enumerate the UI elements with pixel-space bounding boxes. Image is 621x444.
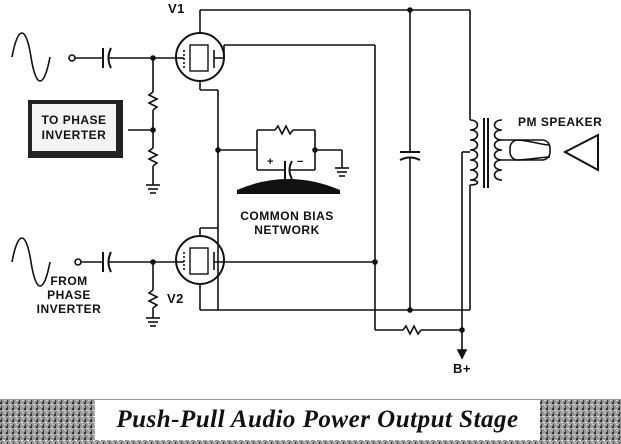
- diagram-title: Push-Pull Audio Power Output Stage: [95, 400, 540, 440]
- from-phase-label-line3: INVERTER: [36, 302, 102, 316]
- pm-speaker-label: PM SPEAKER: [518, 115, 603, 129]
- bias-pointer-arrow: [237, 179, 340, 194]
- common-bias-label: COMMON BIAS NETWORK: [228, 209, 346, 237]
- grid-network-bottom: [146, 259, 160, 327]
- common-bias-label-line1: COMMON BIAS: [240, 209, 334, 223]
- bias-resistor: [274, 124, 294, 136]
- sine-wave-icon-top: [11, 32, 51, 82]
- sine-wave-icon-bottom: [11, 237, 51, 287]
- plate-capacitor: [399, 10, 421, 310]
- from-phase-label-line2: PHASE: [47, 288, 91, 302]
- grid-network-top: [128, 55, 160, 194]
- input-terminal-top: [68, 54, 76, 62]
- input-signal-top: [11, 32, 178, 82]
- tube-label-v1: V1: [168, 1, 185, 16]
- grid-resistor-bottom: [147, 289, 159, 309]
- pm-speaker-icon: [562, 133, 599, 172]
- b-plus-arrow-icon: [456, 349, 468, 360]
- to-phase-label-line2: INVERTER: [41, 127, 107, 142]
- common-bias-label-line2: NETWORK: [254, 223, 320, 237]
- tube-label-v2: V2: [167, 291, 184, 306]
- bias-cap-plus-sign: +: [267, 156, 274, 168]
- input-terminal-bottom: [74, 258, 82, 266]
- supply-resistor: [402, 324, 422, 336]
- to-phase-label-line1: TO PHASE: [41, 112, 107, 127]
- from-phase-label-line1: FROM: [50, 274, 88, 288]
- from-phase-inverter-label: FROM PHASE INVERTER: [30, 274, 108, 316]
- speaker-cable: [502, 139, 551, 161]
- bias-cap-minus-sign: −: [297, 156, 304, 168]
- to-phase-inverter-box: TO PHASE INVERTER: [28, 100, 123, 158]
- grid-resistor-top: [147, 91, 159, 111]
- output-transformer: [461, 118, 503, 330]
- tube-v1: [175, 10, 225, 90]
- b-plus-label: B+: [453, 361, 471, 376]
- lower-resistor-top: [147, 147, 159, 167]
- input-signal-bottom: [11, 237, 178, 287]
- tube-v2: [175, 227, 375, 310]
- common-bias-network: [215, 124, 349, 180]
